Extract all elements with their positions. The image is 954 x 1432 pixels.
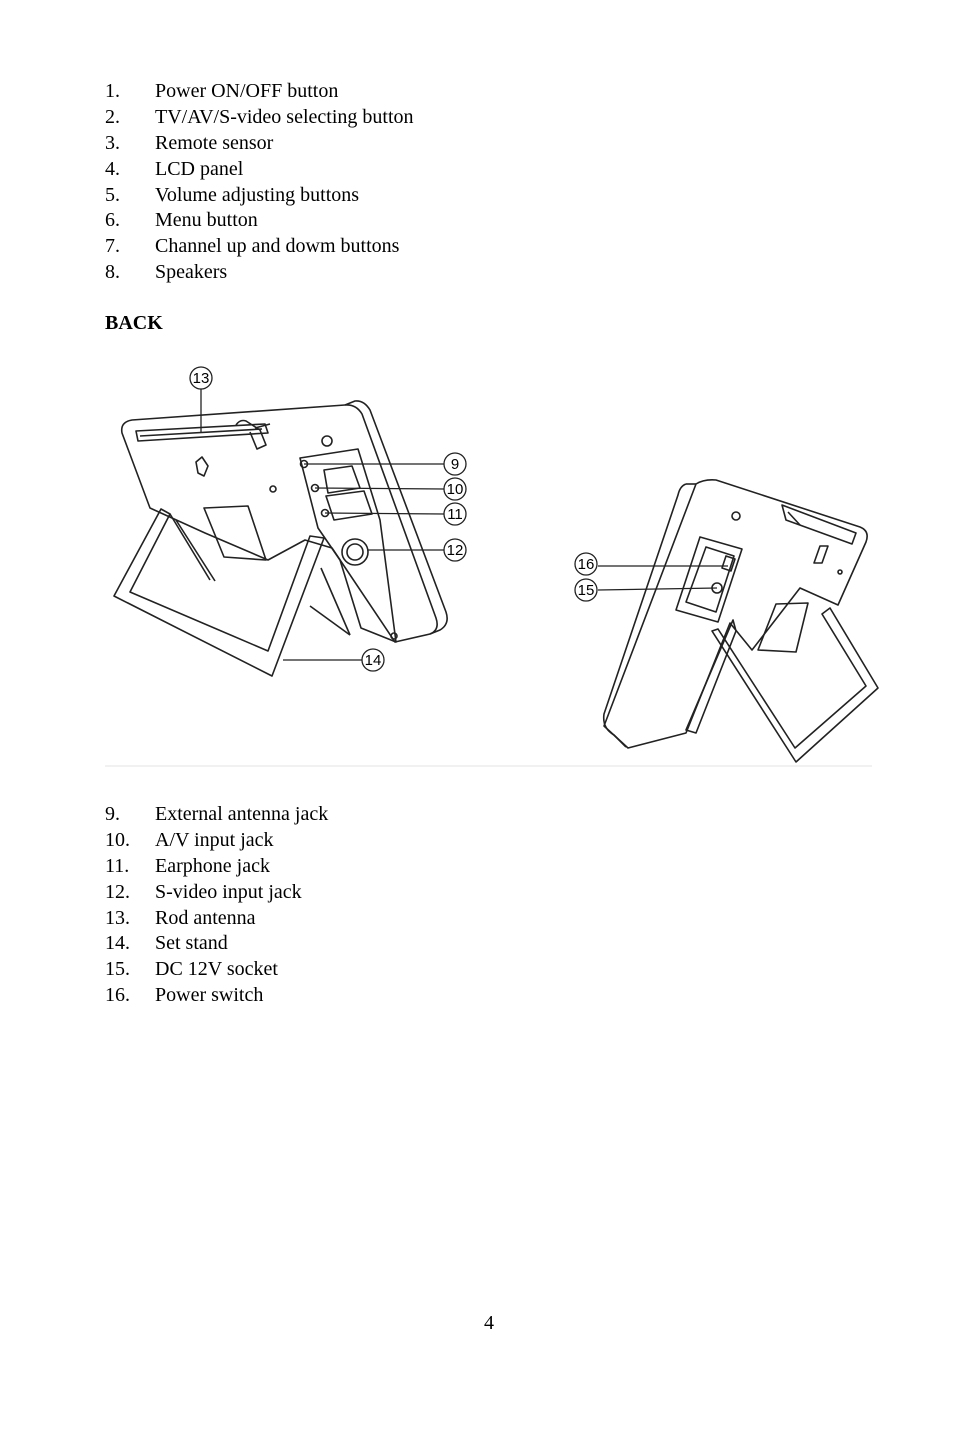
item-number: 9. xyxy=(105,803,120,825)
list-item: 4. LCD panel xyxy=(105,157,414,183)
item-number: 15. xyxy=(105,958,130,981)
callout-12-circle xyxy=(443,538,467,562)
item-label: LCD panel xyxy=(155,157,244,180)
callout-10-circle xyxy=(443,477,467,501)
item-label: Remote sensor xyxy=(155,131,274,154)
item-number: 8. xyxy=(105,261,120,284)
callout-11-circle xyxy=(443,502,467,526)
callout-13-circle xyxy=(189,366,213,390)
list-item: 8. Speakers xyxy=(105,260,414,286)
callout-14: 14 xyxy=(365,652,382,669)
item-label: Channel up and dowm buttons xyxy=(155,235,400,258)
item-number: 14. xyxy=(105,932,130,955)
rod-antenna-icon xyxy=(135,419,271,450)
item-label: External antenna jack xyxy=(155,803,329,825)
item-label: S-video input jack xyxy=(155,880,302,903)
list-item: 12. S-video input jack xyxy=(105,880,328,906)
item-number: 2. xyxy=(105,105,120,128)
page-number: 4 xyxy=(484,1312,494,1334)
set-stand-icon xyxy=(113,508,351,677)
item-label: A/V input jack xyxy=(155,828,274,851)
callout-9: 9 xyxy=(451,456,459,473)
item-label: Set stand xyxy=(155,932,228,955)
front-parts-list: 1. Power ON/OFF button 2. TV/AV/S-video se… xyxy=(105,79,414,286)
item-number: 10. xyxy=(105,828,130,851)
callout-9-circle xyxy=(443,452,467,476)
tv-right-panel xyxy=(603,479,868,749)
callout-16: 16 xyxy=(578,556,595,573)
item-label: TV/AV/S-video selecting button xyxy=(155,105,414,128)
list-item: 1. Power ON/OFF button xyxy=(105,79,414,105)
item-number: 1. xyxy=(105,80,120,102)
item-number: 13. xyxy=(105,906,130,929)
callout-11: 11 xyxy=(447,506,463,523)
item-label: Menu button xyxy=(155,209,258,232)
callout-15-circle xyxy=(574,578,598,602)
item-label: Earphone jack xyxy=(155,854,270,877)
list-item: 6. Menu button xyxy=(105,208,414,234)
item-number: 4. xyxy=(105,157,120,180)
item-label: Power switch xyxy=(155,984,264,1007)
item-label: Rod antenna xyxy=(155,906,256,929)
item-number: 7. xyxy=(105,235,120,258)
list-item: 3. Remote sensor xyxy=(105,131,414,157)
back-view-diagram: 9 10 11 12 13 14 15 16 xyxy=(105,366,879,767)
item-number: 3. xyxy=(105,131,120,154)
item-label: DC 12V socket xyxy=(155,958,278,981)
list-item: 5. Volume adjusting buttons xyxy=(105,183,414,209)
list-item: 10. A/V input jack xyxy=(105,828,328,854)
callout-12: 12 xyxy=(447,542,464,559)
callout-13: 13 xyxy=(193,370,210,387)
list-item: 7. Channel up and dowm buttons xyxy=(105,234,414,260)
list-item: 13. Rod antenna xyxy=(105,906,328,932)
callout-16-circle xyxy=(574,552,598,576)
item-number: 6. xyxy=(105,209,120,232)
item-number: 5. xyxy=(105,183,120,206)
item-label: Power ON/OFF button xyxy=(155,80,339,102)
tv-back-panel xyxy=(120,404,438,643)
callout-14-circle xyxy=(361,648,385,672)
item-label: Volume adjusting buttons xyxy=(155,183,360,206)
item-number: 16. xyxy=(105,984,130,1007)
list-item: 11. Earphone jack xyxy=(105,854,328,880)
back-parts-list: 9. External antenna jack 10. A/V input jac… xyxy=(105,802,328,1009)
list-item: 2. TV/AV/S-video selecting button xyxy=(105,105,414,131)
list-item: 16. Power switch xyxy=(105,983,328,1009)
item-label: Speakers xyxy=(155,261,228,284)
callout-15: 15 xyxy=(578,582,595,599)
item-number: 12. xyxy=(105,880,130,903)
back-heading: BACK xyxy=(105,312,163,334)
callout-10: 10 xyxy=(447,481,464,498)
list-item: 15. DC 12V socket xyxy=(105,957,328,983)
list-item: 9. External antenna jack xyxy=(105,802,328,828)
list-item: 14. Set stand xyxy=(105,931,328,957)
item-number: 11. xyxy=(105,854,130,877)
